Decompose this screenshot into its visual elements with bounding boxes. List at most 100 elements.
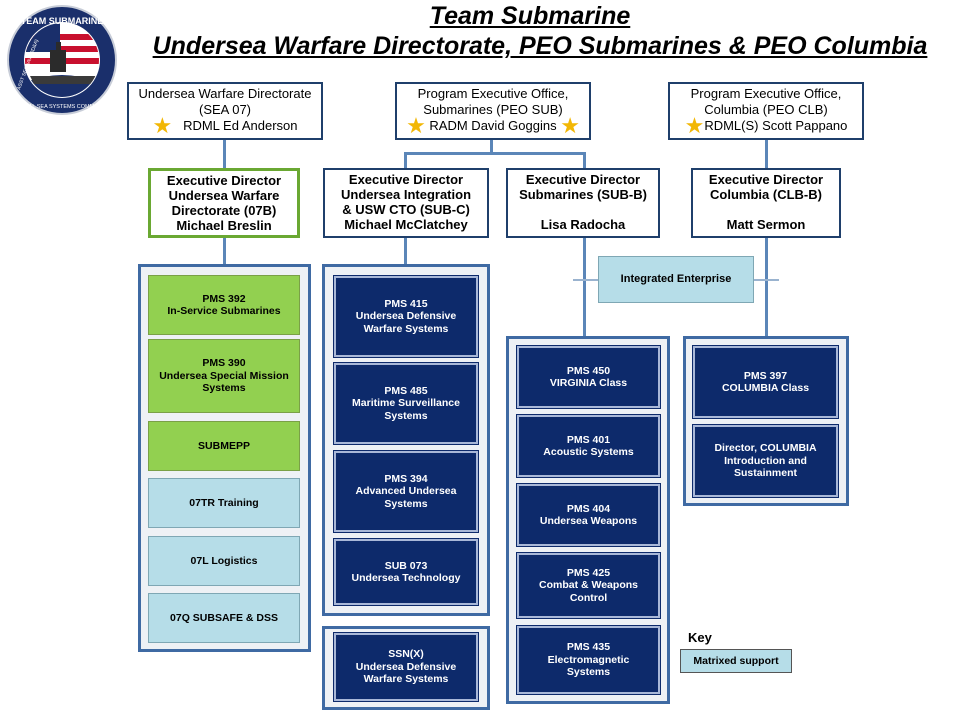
unit-pms390: PMS 390 Undersea Special Mission Systems: [148, 339, 300, 413]
star-icon: ★: [406, 113, 426, 138]
unit-ssnx: SSN(X) Undersea Defensive Warfare System…: [333, 632, 479, 702]
integrated-enterprise-box: Integrated Enterprise: [598, 256, 754, 303]
connector-subc-panel: [404, 237, 407, 265]
unit-sub073-line1: SUB 073: [384, 559, 428, 572]
leader-peoclb-line1: Program Executive Office,: [690, 86, 842, 101]
logo-bottom-text: NAVAL SEA SYSTEMS COMMAND: [18, 104, 106, 110]
integrated-enterprise-label: Integrated Enterprise: [620, 273, 732, 286]
exec-clb: Executive Director Columbia (CLB-B) Matt…: [691, 168, 841, 238]
unit-pms394: PMS 394 Advanced Undersea Systems: [333, 450, 479, 533]
exec-sea07: Executive Director Undersea Warfare Dire…: [148, 168, 300, 238]
star-icon: ★: [152, 113, 173, 138]
exec-subb-line2: Submarines (SUB-B): [519, 187, 647, 202]
star-icon: ★: [560, 113, 580, 138]
leader-peosub: Program Executive Office, Submarines (PE…: [395, 82, 591, 140]
exec-subc-line2: Undersea Integration: [340, 187, 472, 202]
unit-pms390-line1: PMS 390: [202, 357, 246, 370]
unit-submepp: SUBMEPP: [148, 421, 300, 471]
unit-columbia-director-line3: Sustainment: [733, 467, 797, 480]
exec-sea07-line1: Executive Director: [166, 173, 282, 188]
leader-sea07-line1: Undersea Warfare Directorate: [138, 86, 312, 101]
leader-sea07: Undersea Warfare Directorate (SEA 07) ★ …: [127, 82, 323, 140]
unit-pms415: PMS 415 Undersea Defensive Warfare Syste…: [333, 275, 479, 358]
unit-pms392-line2: In-Service Submarines: [167, 305, 281, 317]
exec-clb-name: Matt Sermon: [726, 217, 806, 232]
unit-pms394-line3: Systems: [384, 497, 428, 510]
leader-peoclb-name: RDML(S) Scott Pappano: [704, 118, 848, 133]
unit-pms401: PMS 401 Acoustic Systems: [516, 414, 661, 478]
connector-sea07-down: [223, 139, 226, 169]
leader-sea07-name: RDML Ed Anderson: [183, 118, 298, 133]
unit-07q-line1: 07Q SUBSAFE & DSS: [170, 611, 278, 624]
leader-peosub-line2: Submarines (PEO SUB): [423, 102, 563, 117]
connector-subb-down: [583, 152, 586, 169]
unit-pms425-line3: Control: [569, 591, 608, 604]
connector-subb-panel: [583, 237, 586, 337]
unit-pms404: PMS 404 Undersea Weapons: [516, 483, 661, 547]
exec-sea07-line2: Undersea Warfare: [168, 188, 280, 203]
unit-07l-line1: 07L Logistics: [190, 554, 258, 567]
unit-07l: 07L Logistics: [148, 536, 300, 586]
exec-subc-line1: Executive Director: [348, 172, 464, 187]
unit-columbia-director-line1: Director, COLUMBIA: [714, 442, 817, 455]
exec-clb-line1: Executive Director: [708, 172, 824, 187]
unit-pms415-line3: Warfare Systems: [363, 322, 449, 335]
unit-sub073: SUB 073 Undersea Technology: [333, 538, 479, 606]
unit-pms485-line3: Systems: [384, 409, 428, 422]
connector-subc-down: [404, 152, 407, 169]
unit-pms435: PMS 435 Electromagnetic Systems: [516, 625, 661, 695]
logo-top-text: TEAM SUBMARINE: [21, 16, 104, 26]
unit-ssnx-line3: Warfare Systems: [363, 673, 449, 686]
unit-pms425: PMS 425 Combat & Weapons Control: [516, 552, 661, 619]
exec-sea07-name: Michael Breslin: [176, 218, 272, 233]
exec-subc-name: Michael McClatchey: [344, 217, 468, 232]
unit-pms425-line1: PMS 425: [566, 566, 611, 579]
unit-sub073-line2: Undersea Technology: [351, 572, 461, 584]
unit-submepp-line1: SUBMEPP: [198, 439, 250, 452]
unit-pms397-line1: PMS 397: [743, 369, 788, 382]
exec-subb: Executive Director Submarines (SUB-B) Li…: [506, 168, 660, 238]
unit-pms450: PMS 450 VIRGINIA Class: [516, 345, 661, 409]
unit-pms392-line1: PMS 392: [202, 292, 246, 305]
page-subtitle: Undersea Warfare Directorate, PEO Submar…: [152, 32, 928, 60]
unit-07tr: 07TR Training: [148, 478, 300, 528]
unit-pms435-line1: PMS 435: [566, 641, 611, 654]
unit-columbia-director: Director, COLUMBIA Introduction and Sust…: [692, 424, 839, 498]
unit-ssnx-line1: SSN(X): [388, 648, 424, 661]
unit-pms450-line1: PMS 450: [566, 364, 611, 377]
unit-pms397: PMS 397 COLUMBIA Class: [692, 345, 839, 419]
connector-integrated-left: [573, 279, 599, 281]
unit-pms394-line2: Advanced Undersea: [355, 485, 457, 498]
unit-pms450-line2: VIRGINIA Class: [549, 377, 628, 389]
leader-sea07-line2: (SEA 07): [198, 102, 252, 117]
unit-pms404-line1: PMS 404: [566, 502, 611, 515]
unit-ssnx-line2: Undersea Defensive: [355, 660, 457, 673]
team-submarine-logo: TEAM SUBMARINE NAVAL SEA SYSTEMS COMMAND…: [7, 5, 117, 115]
unit-pms394-line1: PMS 394: [384, 472, 428, 485]
unit-pms404-line2: Undersea Weapons: [539, 515, 638, 527]
key-matrixed-support-label: Matrixed support: [693, 654, 779, 667]
unit-07q: 07Q SUBSAFE & DSS: [148, 593, 300, 643]
key-matrixed-support: Matrixed support: [680, 649, 792, 673]
unit-pms435-line3: Systems: [566, 666, 611, 679]
exec-subb-name: Lisa Radocha: [540, 217, 626, 232]
connector-peoclb-down: [765, 139, 768, 169]
exec-subb-line3: [508, 202, 658, 217]
unit-07tr-line1: 07TR Training: [189, 496, 259, 509]
leader-peoclb-line2: Columbia (PEO CLB): [704, 102, 828, 117]
unit-pms485-line1: PMS 485: [384, 384, 428, 397]
unit-pms425-line2: Combat & Weapons: [539, 579, 638, 592]
exec-sea07-line3: Directorate (07B): [171, 203, 277, 218]
page-title: Team Submarine: [429, 2, 631, 30]
exec-subc-line3: & USW CTO (SUB-C): [342, 202, 470, 217]
leader-peoclb: Program Executive Office, Columbia (PEO …: [668, 82, 864, 140]
unit-pms401-line2: Acoustic Systems: [543, 446, 634, 458]
unit-pms392: PMS 392 In-Service Submarines: [148, 275, 300, 335]
exec-subb-line1: Executive Director: [525, 172, 641, 187]
unit-pms401-line1: PMS 401: [566, 433, 611, 446]
unit-pms435-line2: Electromagnetic: [547, 653, 630, 666]
connector-integrated-right: [753, 279, 779, 281]
exec-subc: Executive Director Undersea Integration …: [323, 168, 489, 238]
star-icon: ★: [684, 113, 705, 138]
exec-clb-line2: Columbia (CLB-B): [710, 187, 822, 202]
